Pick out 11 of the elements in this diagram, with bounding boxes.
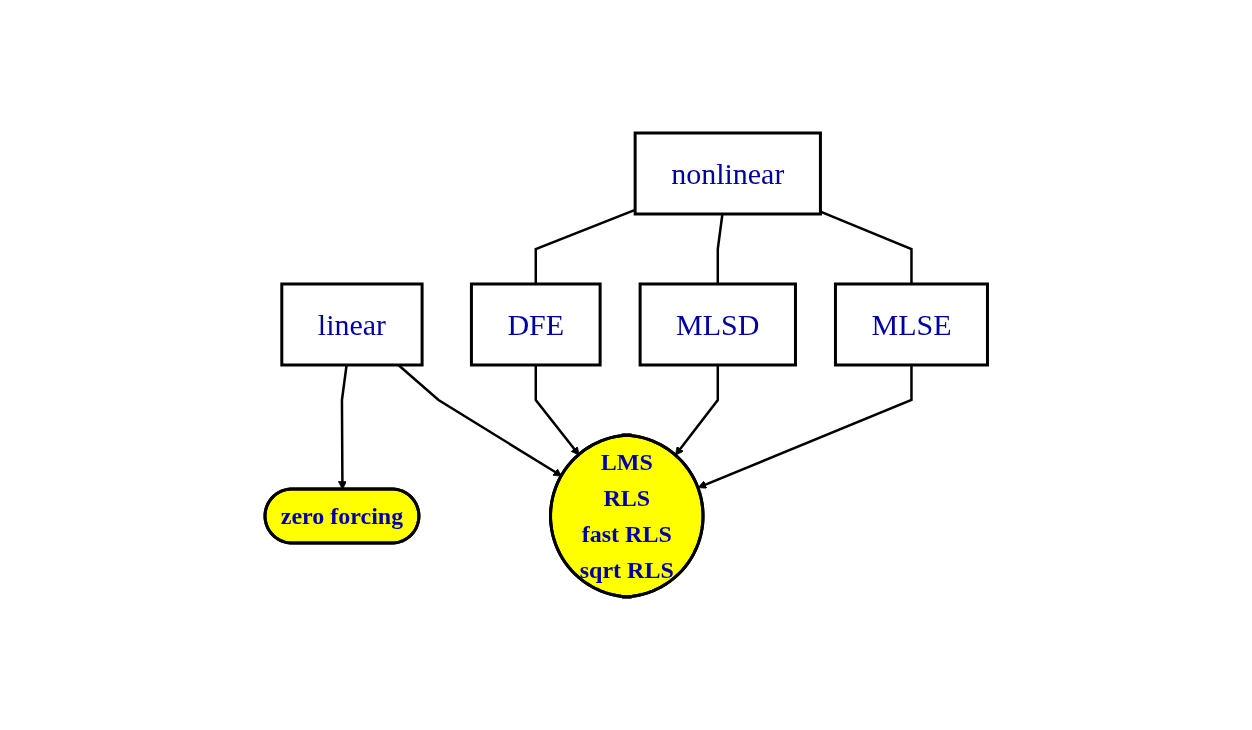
arrow [674,365,719,456]
arrow [534,365,580,456]
node-box: DFE [469,282,602,367]
node-box: nonlinear [633,131,822,216]
node-box: linear [280,282,424,367]
node-box: MLSE [833,282,989,367]
node-box: MLSD [638,282,797,367]
arrow [397,364,562,477]
connector [534,208,636,284]
connector [819,210,913,284]
arrow [697,365,913,489]
